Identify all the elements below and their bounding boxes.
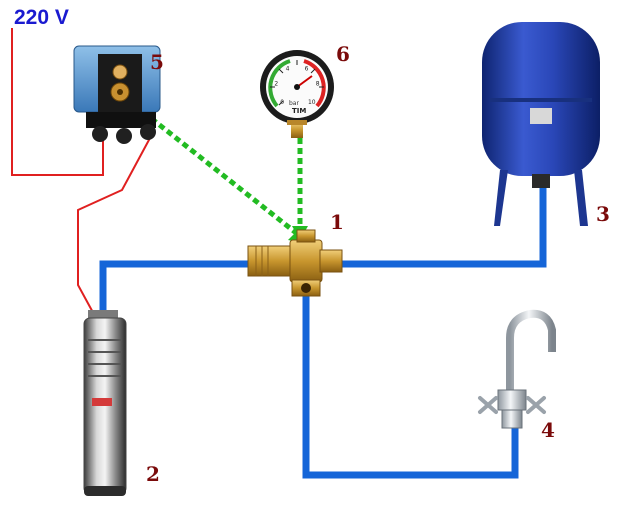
pump-pipe <box>99 260 252 318</box>
gauge-scale-tick-label: 8 <box>316 81 320 88</box>
label-pressure-switch: 5 <box>150 50 164 74</box>
gauge-scale-tick-label: 6 <box>305 65 309 72</box>
water-pipes <box>99 188 547 479</box>
faucet-pipe <box>302 292 519 479</box>
gauge-brand: TIM <box>292 107 306 115</box>
mains-wire <box>11 28 104 176</box>
signal-lines <box>126 98 303 238</box>
gauge-unit: bar <box>289 100 299 107</box>
switch-link <box>126 98 302 238</box>
expansion-tank <box>482 22 600 226</box>
label-pump: 2 <box>146 462 160 486</box>
pump-wire <box>77 137 151 319</box>
gauge-scale: 0 2 4 6 8 10 <box>274 65 319 106</box>
five-way-fitting <box>247 229 343 297</box>
submersible-pump <box>83 310 127 496</box>
label-fitting: 1 <box>330 210 344 234</box>
gauge-scale-tick-label: 4 <box>286 65 290 72</box>
gauge-scale-tick-label: 0 <box>280 99 284 106</box>
gauge-scale-tick-label: 10 <box>308 99 316 106</box>
label-gauge: 6 <box>336 42 350 66</box>
tank-pipe <box>340 188 547 268</box>
faucet <box>478 309 556 429</box>
pressure-gauge <box>260 50 334 138</box>
pressure-switch <box>73 45 161 144</box>
gauge-scale-tick-label: 2 <box>274 81 278 88</box>
power-wires <box>11 28 151 319</box>
voltage-label: 220 V <box>14 6 69 29</box>
label-faucet: 4 <box>541 418 555 442</box>
label-tank: 3 <box>596 202 610 226</box>
